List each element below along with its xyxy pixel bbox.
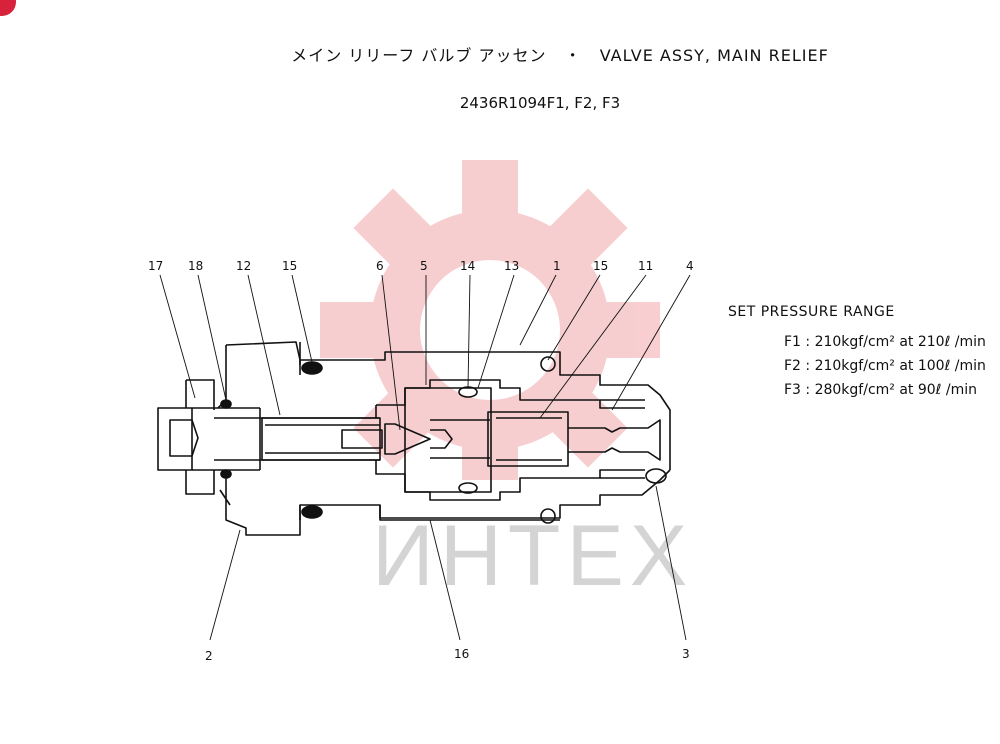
label-5: 5 bbox=[420, 259, 428, 273]
set-pressure-spec: SET PRESSURE RANGE F1 : 210kgf/cm² at 21… bbox=[728, 304, 986, 402]
label-1: 1 bbox=[553, 259, 561, 273]
title-english: VALVE ASSY, MAIN RELIEF bbox=[599, 46, 829, 65]
leader-lines bbox=[159, 274, 691, 641]
spec-row-f3: F3 : 280kgf/cm² at 90ℓ /min bbox=[784, 382, 978, 398]
label-15-left: 15 bbox=[282, 259, 297, 273]
label-16: 16 bbox=[454, 647, 469, 661]
part-number-line: 2436R1094F1, F2, F3 bbox=[459, 94, 621, 112]
label-17: 17 bbox=[148, 259, 163, 273]
page-title: メイン リリーフ バルブ アッセン ・ VALVE ASSY, MAIN REL… bbox=[0, 42, 1000, 66]
title-separator: ・ bbox=[564, 46, 582, 65]
label-6: 6 bbox=[376, 259, 384, 273]
label-13: 13 bbox=[504, 259, 519, 273]
spec-row-f1: F1 : 210kgf/cm² at 210ℓ /min bbox=[784, 334, 986, 350]
label-14: 14 bbox=[460, 259, 475, 273]
label-11: 11 bbox=[638, 259, 653, 273]
spec-heading: SET PRESSURE RANGE bbox=[728, 304, 895, 320]
watermark-gear bbox=[320, 160, 660, 480]
label-12: 12 bbox=[236, 259, 251, 273]
title-japanese: メイン リリーフ バルブ アッセン bbox=[291, 46, 547, 65]
label-4: 4 bbox=[686, 259, 694, 273]
label-2: 2 bbox=[205, 649, 213, 663]
label-3: 3 bbox=[682, 647, 690, 661]
watermark-text: ИНТЕX bbox=[372, 508, 693, 604]
label-15-right: 15 bbox=[593, 259, 608, 273]
spec-row-f2: F2 : 210kgf/cm² at 100ℓ /min bbox=[784, 358, 986, 374]
label-18: 18 bbox=[188, 259, 203, 273]
